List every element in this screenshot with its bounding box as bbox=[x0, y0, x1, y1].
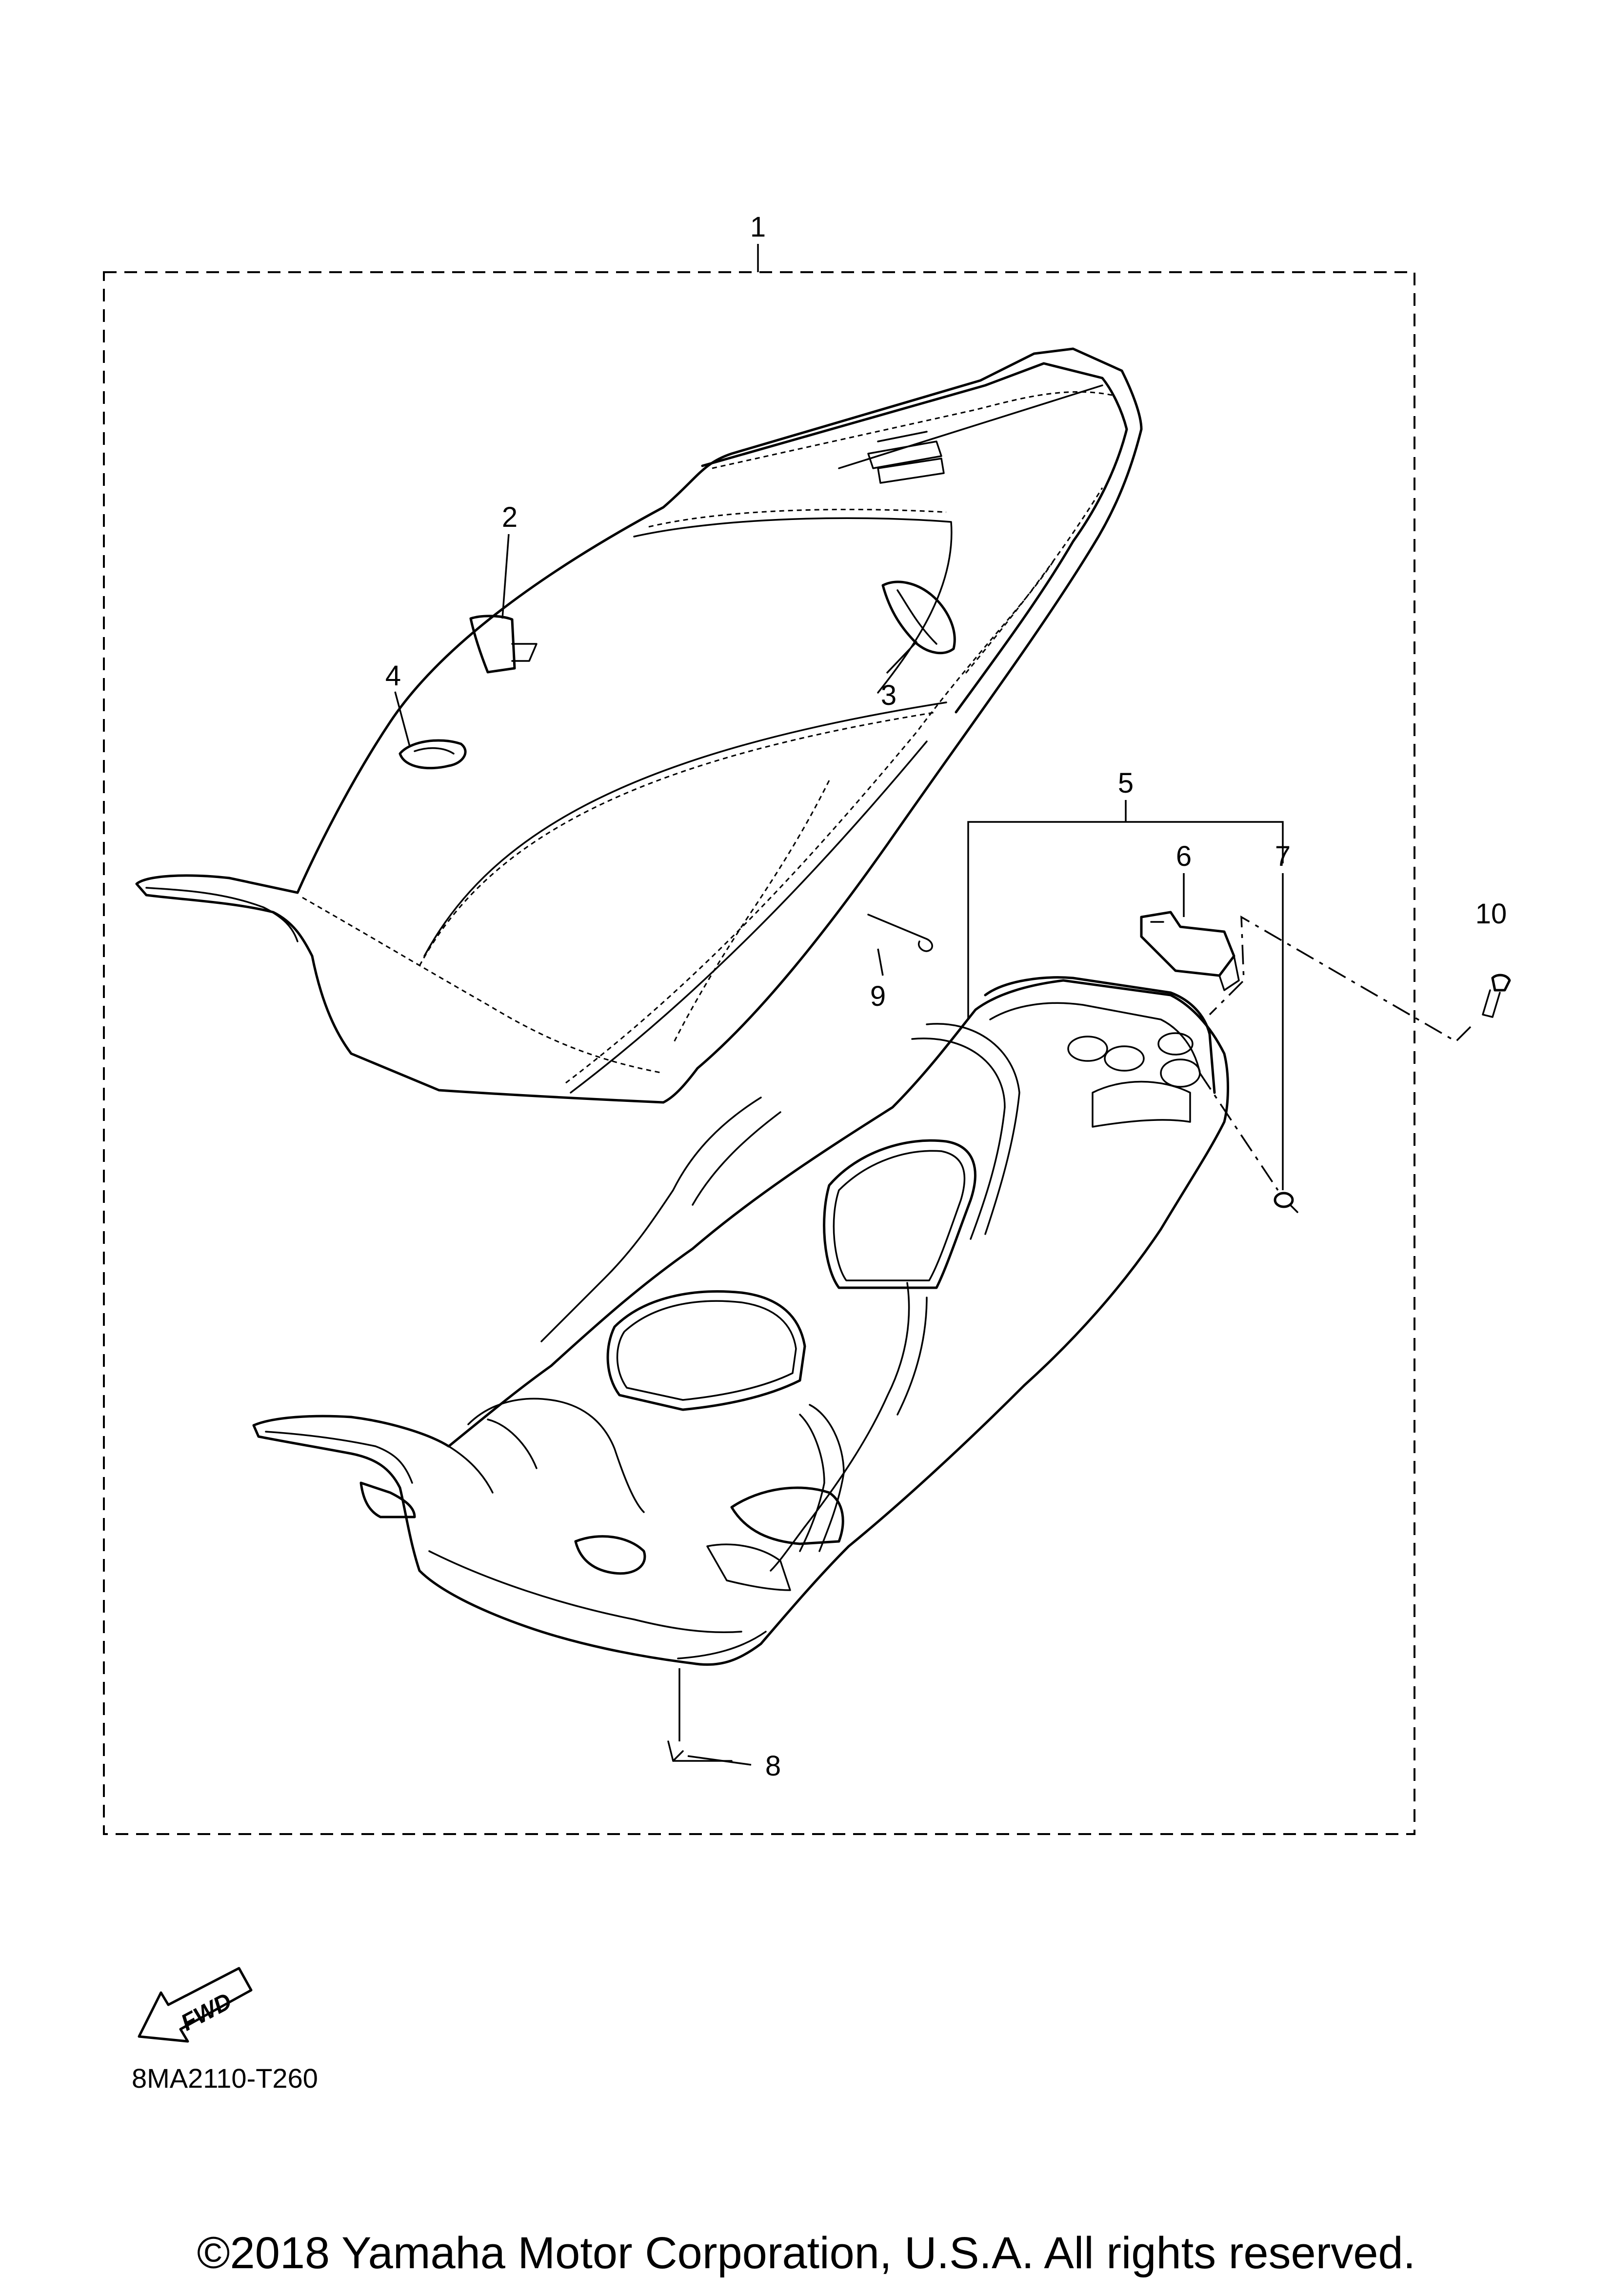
pin-part-9 bbox=[867, 914, 933, 952]
callout-4: 4 bbox=[385, 660, 401, 692]
seat-assembly-boundary bbox=[103, 244, 1415, 1835]
seat-cushion bbox=[135, 347, 1143, 1104]
callout-7: 7 bbox=[1275, 840, 1291, 872]
leader-lines bbox=[394, 534, 1472, 1766]
bolt-part-10 bbox=[1482, 974, 1511, 1018]
callout-1: 1 bbox=[750, 211, 766, 243]
seat-logo-emblem bbox=[867, 431, 945, 484]
forward-direction-icon: FWD bbox=[138, 1967, 253, 2043]
callout-9: 9 bbox=[870, 980, 886, 1012]
callout-2: 2 bbox=[502, 501, 518, 533]
callout-3: 3 bbox=[881, 679, 896, 711]
strap-loop-part-3 bbox=[881, 580, 956, 655]
callout-labels: 1 2 3 4 5 6 7 8 9 10 bbox=[385, 211, 1507, 1782]
copyright-notice: ©2018 Yamaha Motor Corporation, U.S.A. A… bbox=[197, 2228, 1415, 2278]
clip-part-8 bbox=[667, 1740, 733, 1762]
callout-8: 8 bbox=[765, 1750, 781, 1782]
callout-10: 10 bbox=[1475, 898, 1507, 930]
callout-5: 5 bbox=[1118, 767, 1134, 799]
diagram-code: 8MA2110-T260 bbox=[132, 2063, 318, 2094]
seat-base bbox=[252, 976, 1229, 1666]
cap-part-4 bbox=[398, 739, 467, 770]
handle-tab-part-2 bbox=[469, 615, 538, 674]
bracket-part-6 bbox=[1140, 911, 1240, 991]
grommet-part-7 bbox=[1274, 1192, 1298, 1213]
callout-6: 6 bbox=[1176, 840, 1192, 872]
